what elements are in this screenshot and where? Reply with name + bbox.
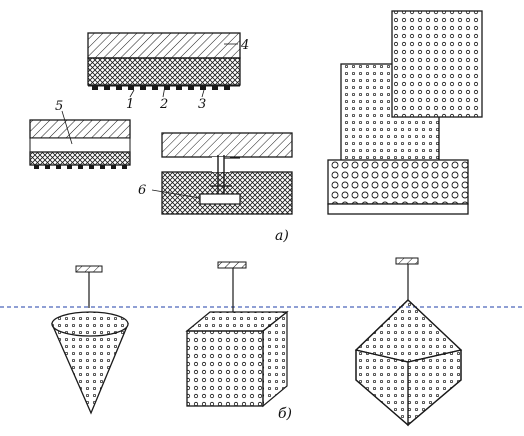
label-3: 3 bbox=[198, 97, 206, 112]
label-6: 6 bbox=[138, 183, 146, 198]
caption-b: б) bbox=[278, 406, 292, 422]
rhombic-solid-on-hanger bbox=[354, 257, 463, 427]
perforated-panels bbox=[327, 10, 483, 215]
perforation-strip bbox=[92, 86, 230, 90]
label-5: 5 bbox=[55, 99, 63, 114]
label-4: 4 bbox=[240, 38, 249, 53]
perforation-strip bbox=[34, 165, 127, 169]
label-2: 2 bbox=[159, 97, 168, 112]
cube-on-hanger bbox=[185, 261, 289, 408]
caption-a: а) bbox=[275, 228, 289, 244]
laminate-section-top bbox=[87, 32, 241, 98]
fastener-section bbox=[151, 132, 293, 215]
label-1: 1 bbox=[126, 97, 134, 112]
cone-on-hanger bbox=[51, 265, 129, 415]
laminate-section-left bbox=[29, 110, 131, 169]
